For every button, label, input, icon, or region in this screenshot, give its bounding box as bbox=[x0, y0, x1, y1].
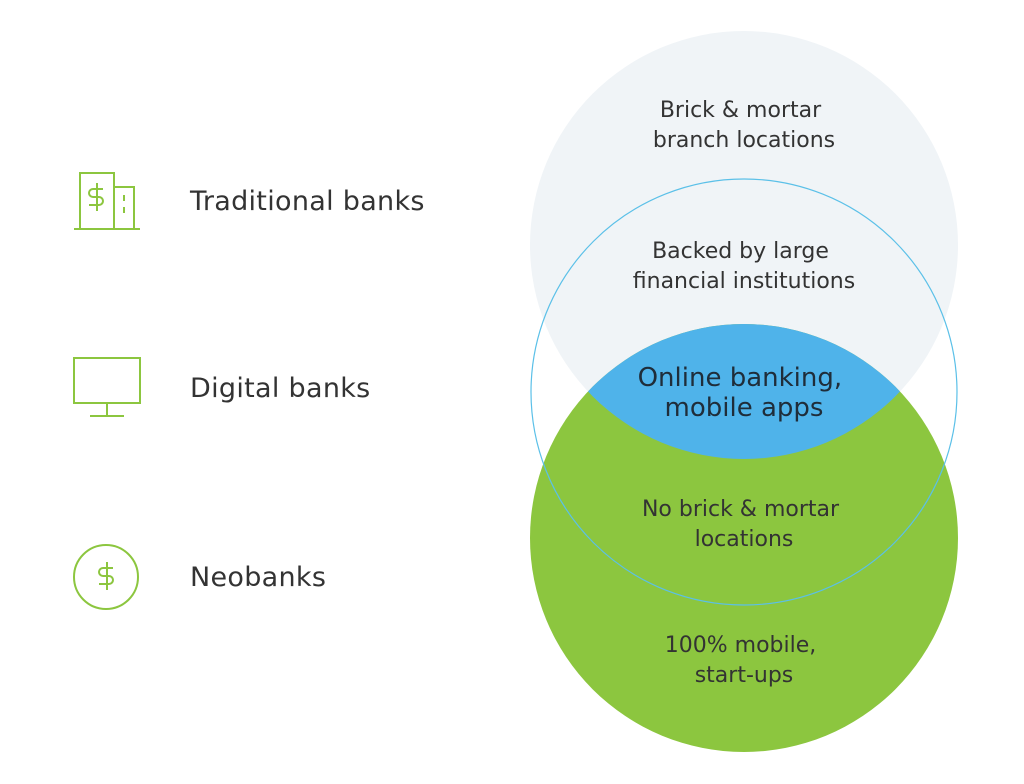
legend-label-digital-banks: Digital banks bbox=[190, 372, 371, 404]
traditional-digital-overlap-text: Backed by large financial institutions bbox=[633, 239, 855, 294]
legend-label-neobanks: Neobanks bbox=[190, 561, 327, 593]
neobanks-only-text: 100% mobile, start-ups bbox=[665, 633, 824, 688]
legend-item-neobanks: Neobanks bbox=[70, 541, 326, 613]
traditional-only-text: Brick & mortar branch locations bbox=[653, 98, 835, 153]
traditional-banks-circle bbox=[530, 31, 958, 459]
monitor-icon bbox=[73, 357, 141, 417]
legend-item-digital-banks: Digital banks bbox=[70, 352, 370, 424]
legend-item-traditional-banks: Traditional banks bbox=[70, 165, 424, 237]
digital-neo-overlap-text: No brick & mortar locations bbox=[642, 497, 846, 552]
digital-banks-circle bbox=[530, 178, 958, 606]
neobanks-circle bbox=[530, 324, 958, 752]
legend-label-traditional-banks: Traditional banks bbox=[190, 185, 425, 217]
center-overlap-text: Online banking, mobile apps bbox=[638, 363, 851, 423]
bank-building-icon bbox=[74, 172, 140, 230]
dollar-coin-icon bbox=[73, 544, 139, 610]
